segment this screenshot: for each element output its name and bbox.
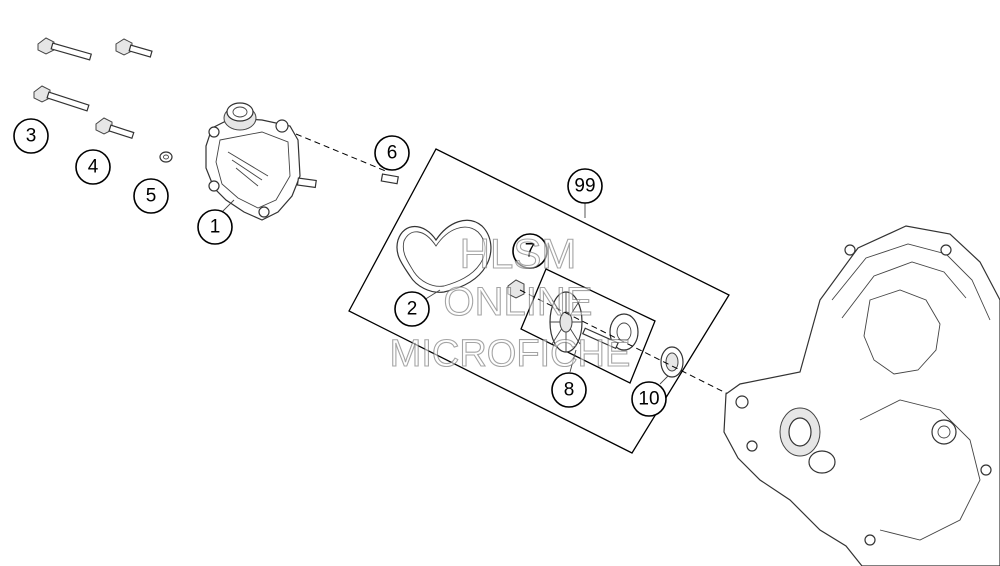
gasket-2[interactable] <box>396 219 492 293</box>
leader-8 <box>569 349 577 373</box>
callout-4[interactable]: 4 <box>75 149 111 185</box>
callout-2[interactable]: 2 <box>394 291 430 327</box>
callout-1[interactable]: 1 <box>197 209 233 245</box>
alignment-axis-upper <box>295 133 389 173</box>
watermark-line-2: ONLINE <box>444 280 593 324</box>
shaft-seal-8[interactable] <box>581 313 639 351</box>
callout-6-label: 6 <box>387 143 398 164</box>
callout-5-label: 5 <box>146 186 157 207</box>
bolt-short-4[interactable] <box>95 117 135 140</box>
watermark-line-3: MICROFICHE <box>390 333 631 375</box>
leader-10 <box>659 375 669 385</box>
callout-1-label: 1 <box>210 217 221 238</box>
leader-1 <box>221 199 235 213</box>
alignment-axis-lower <box>519 289 761 411</box>
leader-2 <box>423 289 441 301</box>
callout-3[interactable]: 3 <box>13 118 49 154</box>
callout-10[interactable]: 10 <box>631 381 667 417</box>
bolt-long-top[interactable] <box>37 37 93 61</box>
impeller-7[interactable] <box>549 291 583 353</box>
callout-10-label: 10 <box>638 389 659 410</box>
callout-7-label: 7 <box>525 241 536 262</box>
impeller-kit-frame <box>520 268 656 384</box>
impeller-nut[interactable] <box>507 279 525 299</box>
callout-3-label: 3 <box>26 126 37 147</box>
assembly-frame-99 <box>348 148 730 454</box>
bolt-short-top[interactable] <box>115 38 153 58</box>
bearing-10[interactable] <box>660 346 684 378</box>
callout-5[interactable]: 5 <box>133 178 169 214</box>
callout-99[interactable]: 99 <box>567 168 603 204</box>
water-pump-cover[interactable] <box>205 102 301 221</box>
watermark-line-1: HLSM <box>460 230 577 277</box>
callout-99-label: 99 <box>574 176 595 197</box>
callout-6[interactable]: 6 <box>374 135 410 171</box>
clutch-cover[interactable] <box>723 225 1000 566</box>
bolt-long-3[interactable] <box>33 85 90 112</box>
dowel-pin-on-cover[interactable] <box>296 177 317 189</box>
callout-8[interactable]: 8 <box>551 372 587 408</box>
watermark: HLSM ONLINE MICROFICHE <box>389 229 631 375</box>
callout-8-label: 8 <box>564 380 575 401</box>
callout-2-label: 2 <box>407 299 418 320</box>
dowel-pin-6[interactable] <box>380 173 399 185</box>
callout-4-label: 4 <box>88 157 99 178</box>
washer-5[interactable] <box>159 151 173 163</box>
callout-7[interactable]: 7 <box>512 233 548 269</box>
